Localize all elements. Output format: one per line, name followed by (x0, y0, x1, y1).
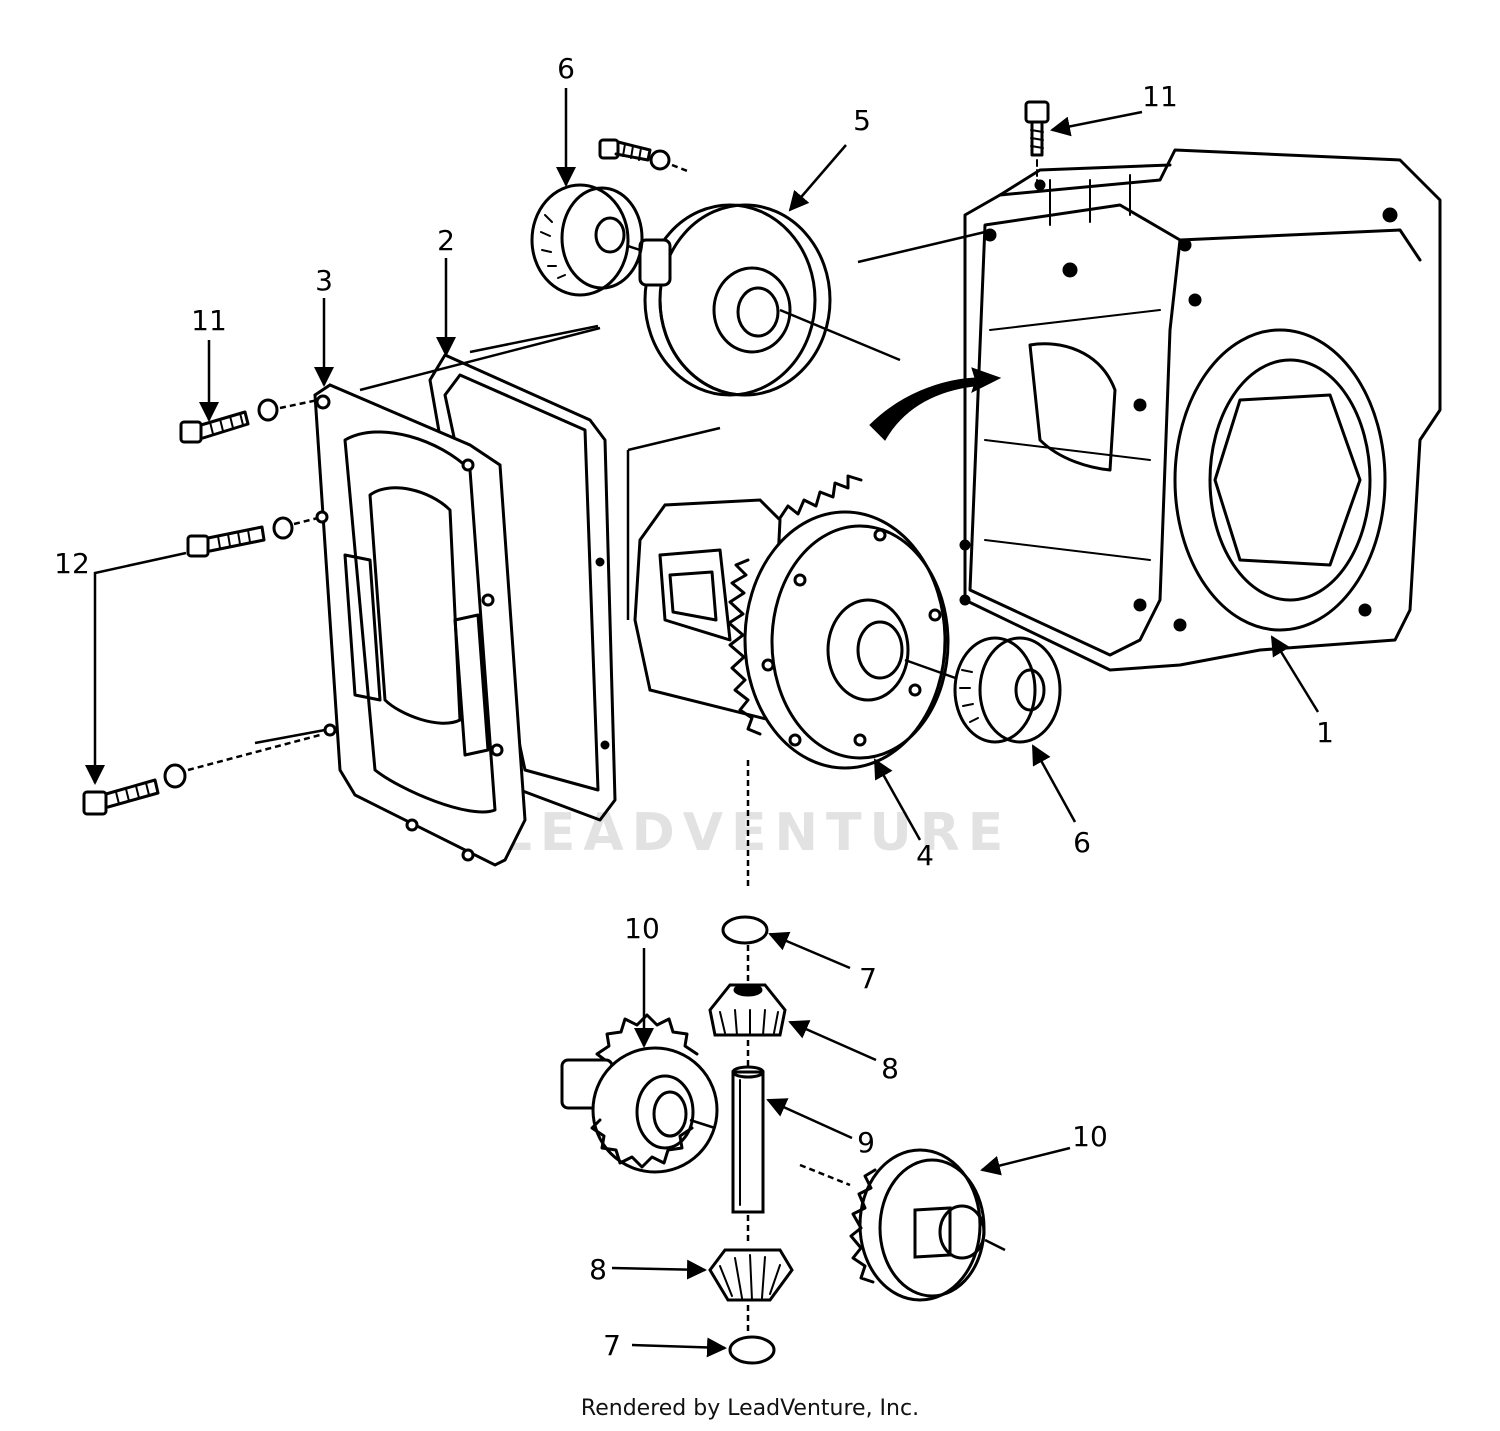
callout-4: 4 (916, 839, 934, 872)
callout-11-left: 11 (191, 304, 227, 337)
callout-1: 1 (1316, 716, 1334, 749)
callout-7-bottom: 7 (603, 1329, 621, 1362)
part-7-snap-ring-bottom (728, 1335, 776, 1365)
callout-11-top: 11 (1142, 80, 1178, 113)
part-11-bolt-left (179, 398, 319, 444)
footer-credit: Rendered by LeadVenture, Inc. (580, 1396, 920, 1421)
part-12-bolt-upper (186, 516, 319, 558)
callout-5: 5 (853, 104, 871, 137)
part-11-bolt-top (1024, 100, 1050, 191)
callout-6-right: 6 (1073, 826, 1091, 859)
part-6-bearing-top (530, 183, 644, 297)
callout-7-top: 7 (859, 962, 877, 995)
part-8-pinion-bottom (708, 1248, 794, 1335)
part-7-snap-ring-top (721, 915, 769, 990)
callout-9: 9 (857, 1126, 875, 1159)
part-4-ring-gear (633, 474, 976, 890)
part-8-pinion-top (708, 983, 787, 1068)
part-10-side-gear-left (560, 1013, 719, 1174)
callout-6-top: 6 (557, 52, 575, 85)
callout-3: 3 (315, 264, 333, 297)
part-9-shaft (731, 1065, 765, 1245)
callout-labels: 11 6 5 2 3 11 12 1 4 6 10 7 8 9 10 8 7 (54, 52, 1334, 1362)
part-10-side-gear-right (799, 1148, 1006, 1302)
callout-2: 2 (437, 224, 455, 257)
part-6-bearing-right (953, 636, 1062, 744)
callout-8-bottom: 8 (589, 1253, 607, 1286)
part-3-cover (313, 326, 601, 867)
callout-12: 12 (54, 547, 90, 580)
callout-8-top: 8 (881, 1052, 899, 1085)
part-5-drum (598, 138, 901, 397)
part-12-bolt-lower (82, 733, 321, 816)
part-1-housing (869, 148, 1442, 672)
callout-arrows (85, 88, 1320, 1358)
callout-10-right: 10 (1072, 1120, 1108, 1153)
callout-10-left: 10 (624, 912, 660, 945)
